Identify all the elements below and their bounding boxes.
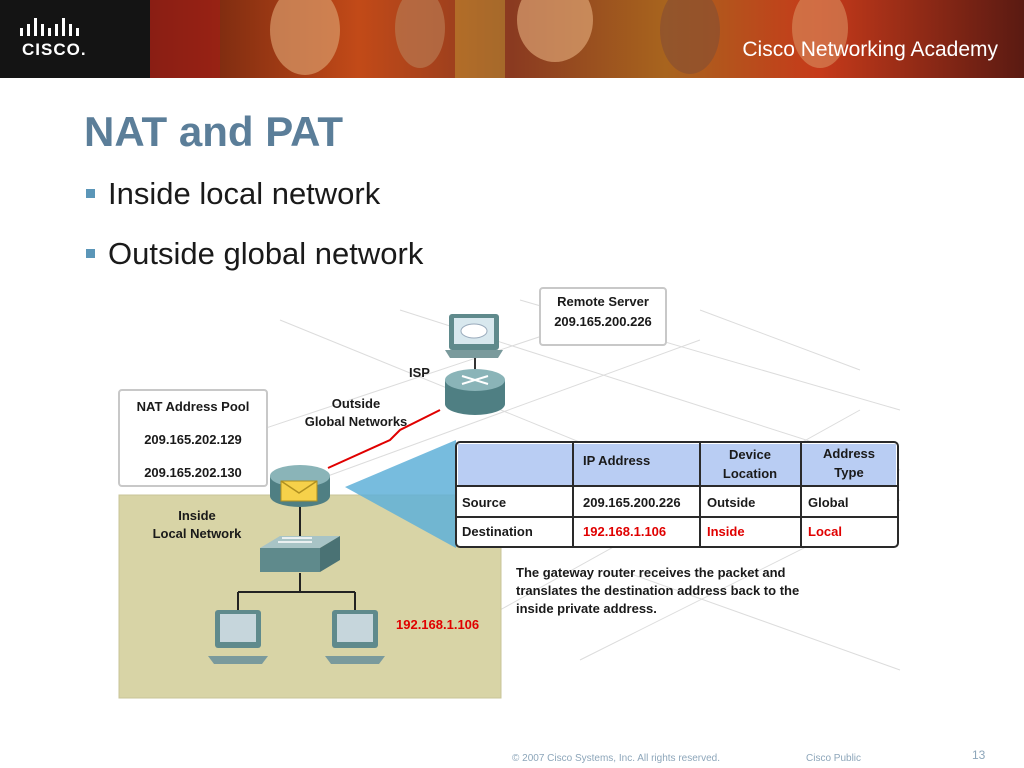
nat-pool-title: NAT Address Pool [137, 399, 250, 414]
table-destination-label: Destination [462, 524, 533, 539]
cisco-logo-icon [20, 18, 79, 36]
host-ip-label: 192.168.1.106 [396, 617, 479, 632]
table-header-type-line1: Address [823, 446, 875, 461]
isp-label: ISP [409, 365, 430, 380]
host-computer-icon [208, 610, 268, 664]
isp-router-icon [445, 369, 505, 415]
table-destination-ip: 192.168.1.106 [583, 524, 666, 539]
caption-line3: inside private address. [516, 601, 657, 616]
bullet-item: Inside local network [84, 172, 423, 232]
translation-table: IP Address Device Location Address Type … [455, 441, 899, 548]
header-banner: CISCO. Cisco Networking Academy [0, 0, 1024, 78]
table-destination-location: Inside [707, 524, 745, 539]
remote-server-label: Remote Server [557, 294, 649, 309]
outside-label-line2: Global Networks [305, 414, 408, 429]
table-source-location: Outside [707, 495, 755, 510]
inside-label-line1: Inside [178, 508, 216, 523]
nat-pool-ip-2: 209.165.202.130 [144, 465, 242, 480]
academy-name: Cisco Networking Academy [742, 38, 998, 61]
table-header-type-line2: Type [834, 465, 863, 480]
table-header-device-line2: Location [723, 466, 777, 481]
nat-pool-box [118, 389, 268, 487]
banner-background [0, 0, 1024, 78]
table-destination-type: Local [808, 524, 842, 539]
caption-line1: The gateway router receives the packet a… [516, 565, 786, 580]
remote-server-icon [445, 314, 503, 358]
inside-label-line2: Local Network [153, 526, 243, 541]
remote-server-box [539, 287, 667, 346]
remote-server-ip: 209.165.200.226 [554, 314, 652, 329]
switch-icon [260, 536, 340, 572]
packet-beam [345, 440, 456, 548]
bullet-text: Inside local network [108, 176, 381, 211]
logo-text: CISCO. [22, 40, 87, 59]
table-header-ip: IP Address [583, 453, 650, 468]
footer-classification: Cisco Public [806, 753, 862, 764]
nat-pool-ip-1: 209.165.202.129 [144, 432, 242, 447]
footer-copyright: © 2007 Cisco Systems, Inc. All rights re… [512, 753, 721, 764]
bullet-item: Outside global network [84, 232, 423, 292]
bullet-text: Outside global network [108, 236, 424, 271]
bullet-square-icon [86, 189, 95, 198]
table-source-label: Source [462, 495, 506, 510]
wan-link [327, 409, 441, 469]
envelope-icon [280, 480, 318, 502]
slide-title: NAT and PAT [84, 108, 343, 155]
caption-line2: translates the destination address back … [516, 583, 799, 598]
host-computer-icon [325, 610, 385, 664]
page-number: 13 [972, 748, 986, 762]
bullet-square-icon [86, 249, 95, 258]
bullet-list: Inside local network Outside global netw… [84, 172, 423, 292]
table-source-type: Global [808, 495, 848, 510]
table-source-ip: 209.165.200.226 [583, 495, 681, 510]
table-header-device-line1: Device [729, 447, 771, 462]
nat-diagram: Remote Server 209.165.200.226 ISP Outsid… [118, 287, 901, 699]
outside-label-line1: Outside [332, 396, 380, 411]
